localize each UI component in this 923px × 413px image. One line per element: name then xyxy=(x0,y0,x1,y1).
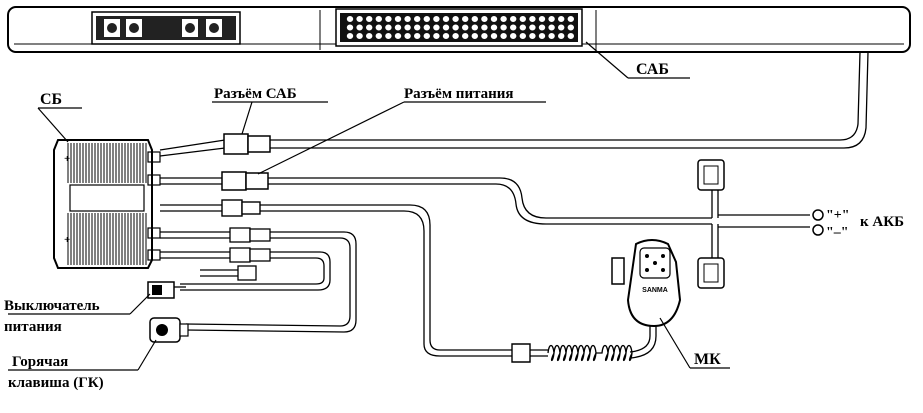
label-mic: МК xyxy=(694,351,721,368)
label-plus: "+" xyxy=(826,208,850,223)
label-power-switch-2: питания xyxy=(4,319,62,335)
label-hotkey-1: Горячая xyxy=(12,354,68,370)
label-sab-connector: Разъём САБ xyxy=(214,86,297,102)
label-to-battery: к АКБ xyxy=(860,214,904,230)
label-minus: "–" xyxy=(826,225,849,240)
light-bar-sab xyxy=(7,6,911,53)
svg-text:+: + xyxy=(64,153,70,165)
wires xyxy=(159,51,869,357)
label-sab: САБ xyxy=(636,61,669,78)
battery-terminals xyxy=(812,209,824,236)
sab-connector xyxy=(223,133,271,155)
label-power-switch-1: Выключатель xyxy=(4,298,100,314)
aux-connectors xyxy=(229,227,271,281)
power-switch-device xyxy=(147,281,186,299)
svg-text:+: + xyxy=(64,234,70,246)
mic-connector xyxy=(221,199,261,217)
microphone-mk: SANMA xyxy=(511,239,682,363)
lamp-modules xyxy=(104,19,222,37)
mic-brand-text: SANMA xyxy=(642,287,668,294)
fuse-holders xyxy=(697,159,725,289)
heatsink-fins xyxy=(67,143,147,265)
hotkey-device xyxy=(149,317,189,343)
label-hotkey-2: клавиша (ГК) xyxy=(8,375,104,391)
power-connector xyxy=(221,171,269,191)
label-sb: СБ xyxy=(40,91,62,108)
speaker-grille xyxy=(346,16,574,39)
label-power-connector: Разъём питания xyxy=(404,86,514,102)
control-unit-sb: + + xyxy=(53,139,161,269)
leader-lines xyxy=(8,41,730,371)
